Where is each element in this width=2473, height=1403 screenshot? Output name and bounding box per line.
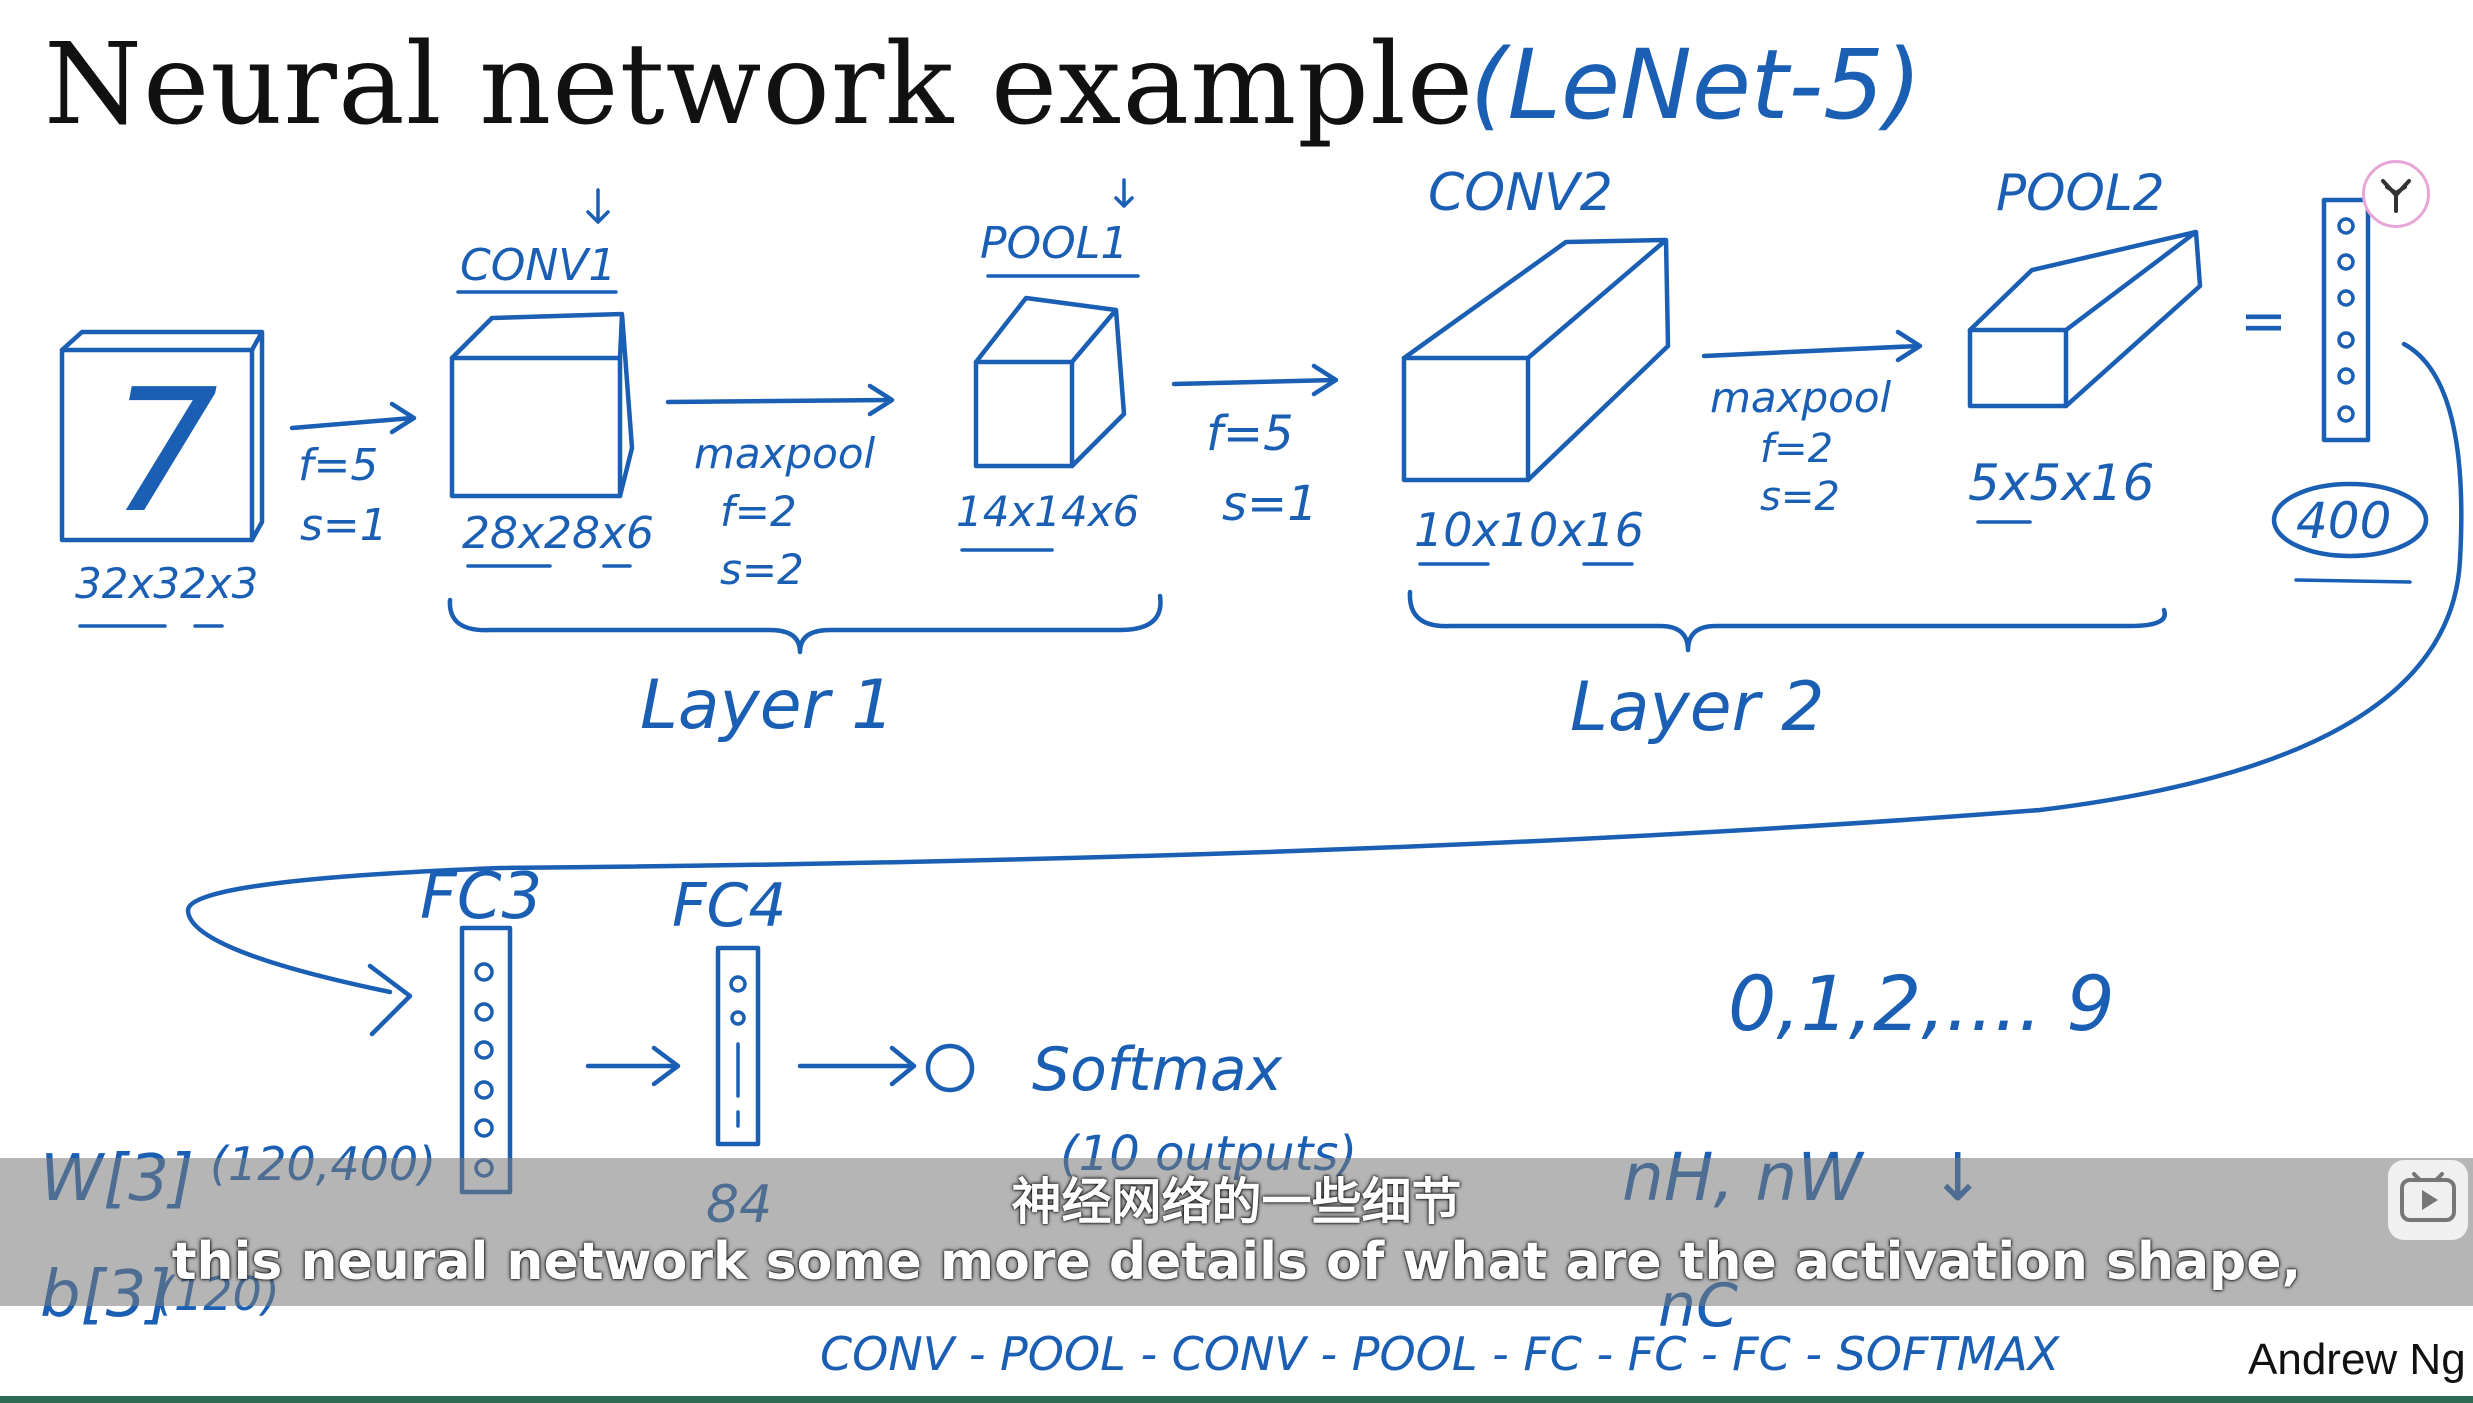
pool1-f: f=2 — [720, 487, 797, 536]
play-icon[interactable] — [2388, 1160, 2468, 1240]
flatten-vector — [2321, 197, 2371, 443]
digit-classes: 0,1,2,.... 9 — [1728, 959, 2115, 1048]
arrow-fc3-fc4 — [585, 1045, 681, 1087]
conv1-shape: 28x28x6 — [462, 508, 654, 559]
pool1-op: maxpool — [694, 429, 876, 478]
arrow-conv2-pool2 — [1701, 329, 1923, 363]
arrow-pool1-conv2 — [1171, 363, 1339, 397]
input-digit: 7 — [110, 353, 218, 551]
arrow-conv1-pool1 — [665, 383, 895, 417]
pool1-cube — [973, 295, 1127, 469]
model-name: (LeNet-5) — [1470, 29, 1922, 141]
pool1-s: s=2 — [720, 545, 804, 594]
pool2-s: s=2 — [1760, 474, 1840, 520]
flatten-size-circle — [2271, 481, 2429, 559]
conv2-cube — [1401, 237, 1671, 483]
bottom-strip — [0, 1396, 2473, 1403]
fc4-vector — [715, 945, 761, 1147]
pool1-name: POOL1 — [980, 218, 1128, 269]
author-credit: Andrew Ng — [2248, 1335, 2466, 1384]
pool2-name: POOL2 — [1996, 164, 2165, 222]
pipeline-summary: CONV - POOL - CONV - POOL - FC - FC - FC… — [820, 1327, 2061, 1381]
input-shape: 32x32x3 — [75, 559, 258, 608]
pool2-shape: 5x5x16 — [1968, 454, 2154, 512]
conv2-f: f=5 — [1206, 406, 1294, 462]
y-logo-icon[interactable] — [2362, 160, 2430, 228]
conv1-cube — [449, 311, 635, 499]
layer1-label: Layer 1 — [640, 666, 894, 745]
pool2-cube — [1967, 229, 2203, 409]
flatten-underline — [2294, 578, 2412, 584]
pool1-shape: 14x14x6 — [956, 487, 1139, 536]
equals-sign: = — [2240, 289, 2287, 354]
subtitle-english: this neural network some more details of… — [171, 1232, 2302, 1292]
slide-title: Neural network example — [44, 20, 1475, 150]
pool1-marker — [986, 178, 1140, 278]
conv1-s: s=1 — [300, 500, 388, 551]
softmax-label: Softmax — [1032, 1035, 1283, 1105]
fc3-vector — [459, 925, 513, 1195]
conv2-s: s=1 — [1222, 476, 1318, 532]
fc4-name: FC4 — [672, 871, 787, 941]
layer2-label: Layer 2 — [1570, 668, 1824, 747]
conv1-f: f=5 — [298, 440, 378, 491]
subtitle-chinese: 神经网络的一些细节 — [1011, 1173, 1462, 1231]
input-cube: 7 — [59, 329, 265, 551]
conv2-shape: 10x10x16 — [1414, 503, 1644, 557]
fc3-name: FC3 — [420, 860, 542, 934]
conv1-marker — [456, 188, 618, 294]
conv1-name: CONV1 — [460, 240, 616, 291]
softmax-node — [925, 1043, 975, 1093]
arrow-fc4-softmax — [797, 1045, 917, 1087]
layer2-brace — [1407, 589, 2167, 653]
subtitle-bar — [0, 1158, 2473, 1306]
layer1-brace — [447, 593, 1163, 655]
conv2-name: CONV2 — [1428, 163, 1613, 223]
arrow-input-conv1 — [289, 401, 417, 435]
pool2-f: f=2 — [1760, 426, 1833, 472]
pool2-op: maxpool — [1710, 373, 1892, 422]
flatten-size: 400 — [2296, 492, 2391, 550]
arrow-flatten-fc3 — [185, 341, 2464, 1037]
